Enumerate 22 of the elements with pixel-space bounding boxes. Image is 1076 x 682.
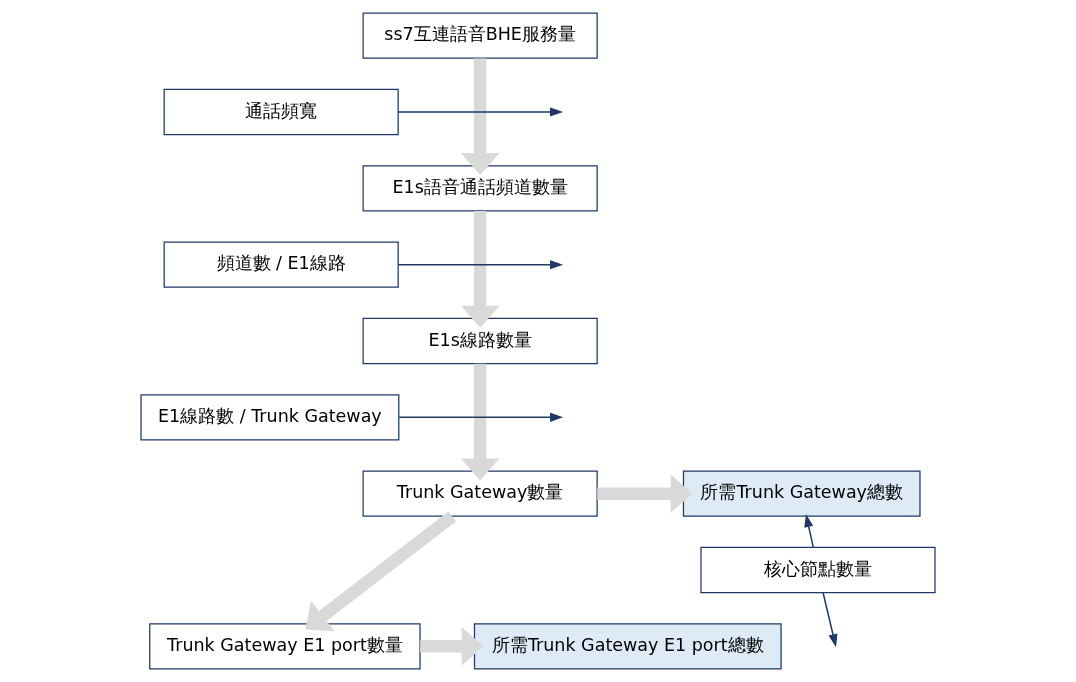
arrow [460, 58, 500, 176]
arrow [460, 211, 500, 328]
node-box: E1s線路數量 [362, 317, 598, 365]
arrow [804, 514, 814, 548]
node-box: 通話頻寬 [163, 88, 399, 136]
arrow [460, 363, 500, 481]
node-box: ss7互連語音BHE服務量 [362, 12, 598, 59]
node-box: 所需Trunk Gateway總數 [682, 470, 921, 517]
node-box: Trunk Gateway E1 port數量 [149, 623, 421, 670]
arrow [397, 260, 564, 270]
arrow [397, 107, 564, 117]
node-box: E1線路數 / Trunk Gateway [140, 394, 400, 441]
arrow [597, 474, 693, 513]
arrow [305, 511, 456, 632]
node-box: 所需Trunk Gateway E1 port總數 [473, 623, 782, 670]
node-box: 頻道數 / E1線路 [163, 241, 399, 288]
node-box: Trunk Gateway數量 [362, 470, 598, 517]
node-box: E1s語音通話頻道數量 [362, 165, 598, 212]
arrow [398, 412, 564, 422]
arrow [822, 591, 838, 648]
node-box: 核心節點數量 [700, 546, 936, 594]
arrow [420, 627, 484, 666]
